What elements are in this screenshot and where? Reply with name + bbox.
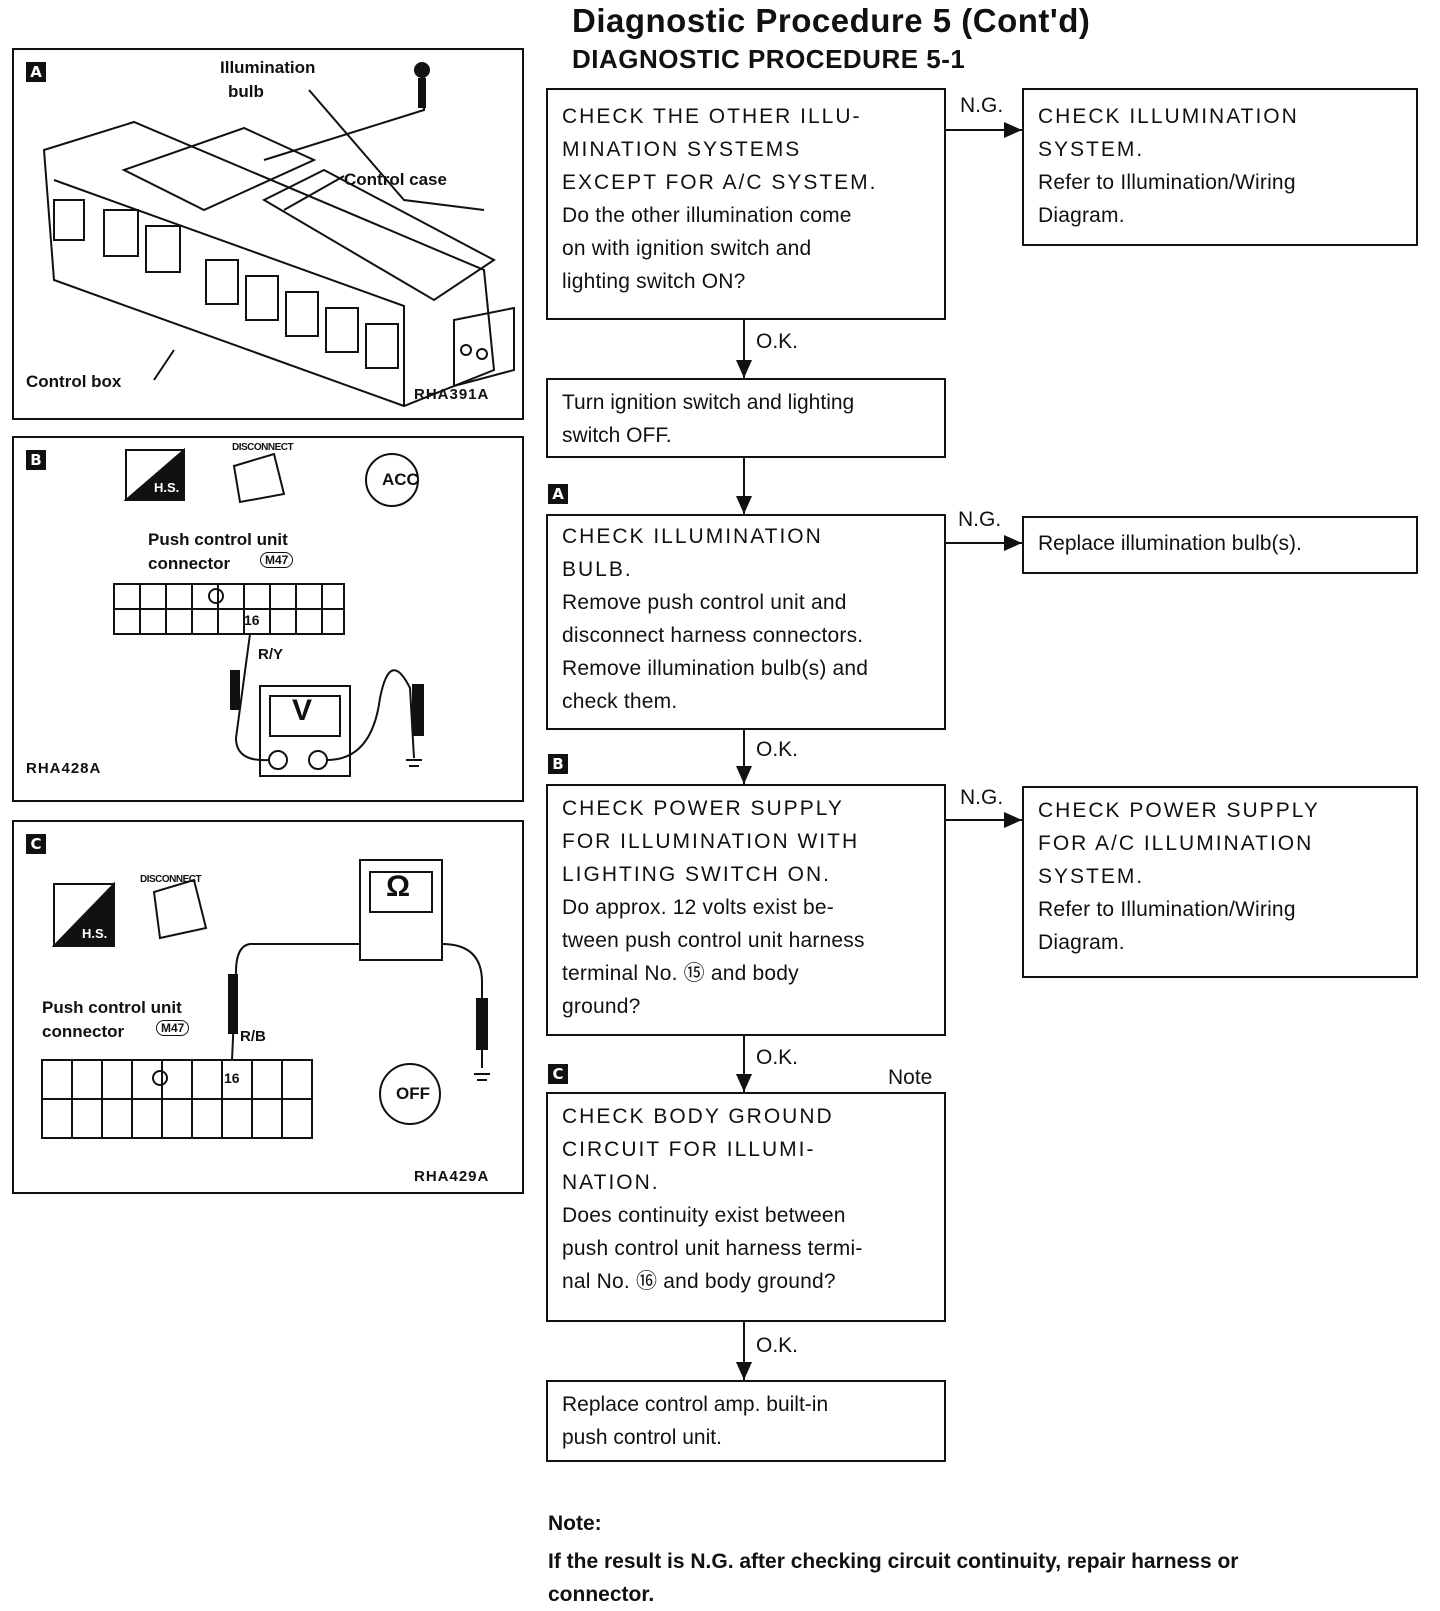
disconnect-label-b: DISCONNECT bbox=[232, 442, 294, 453]
connector-label-b2: connector bbox=[148, 554, 231, 573]
terminal-c: 16 bbox=[224, 1070, 240, 1086]
ok-label-3: O.K. bbox=[756, 738, 799, 761]
hs-label-c: H.S. bbox=[82, 926, 108, 941]
label-illumination: Illumination bbox=[220, 58, 316, 77]
note-text: If the result is N.G. after checking cir… bbox=[548, 1550, 1239, 1606]
continuity-check-drawing bbox=[41, 859, 490, 1139]
panel-b-tag: B bbox=[26, 450, 46, 470]
disconnect-label-c: DISCONNECT bbox=[140, 874, 202, 885]
step-check-other-illumination: CHECK THE OTHER ILLU- MINATION SYSTEMS E… bbox=[546, 88, 946, 320]
label-control-case: Control case bbox=[344, 170, 447, 189]
hs-label-b: H.S. bbox=[154, 480, 180, 495]
ok-label-1: O.K. bbox=[756, 330, 799, 353]
step-tag-b: B bbox=[548, 754, 568, 774]
label-control-box: Control box bbox=[26, 372, 122, 391]
step-check-illumination-bulb: CHECK ILLUMINATION BULB. Remove push con… bbox=[546, 514, 946, 730]
figure-code-c: RHA429A bbox=[414, 1168, 490, 1185]
control-unit-drawing bbox=[42, 62, 515, 408]
terminal-b: 16 bbox=[244, 612, 260, 628]
step-check-power-supply: CHECK POWER SUPPLY FOR ILLUMINATION WITH… bbox=[546, 784, 946, 1036]
acc-label: ACC bbox=[382, 470, 419, 489]
voltage-check-drawing bbox=[113, 447, 424, 777]
figure-code-a: RHA391A bbox=[414, 386, 490, 403]
ng-replace-bulb: Replace illumination bulb(s). bbox=[1022, 516, 1418, 574]
connector-label-c2: connector bbox=[42, 1022, 125, 1041]
procedure-subtitle: DIAGNOSTIC PROCEDURE 5-1 bbox=[572, 44, 966, 74]
step-tag-c: C bbox=[548, 1064, 568, 1084]
step-replace-control-amp: Replace control amp. built-in push contr… bbox=[546, 1380, 946, 1462]
panel-b-voltage-check: B H.S. DISCONNECT ACC Push contro bbox=[12, 436, 524, 802]
wire-label-b: R/Y bbox=[258, 646, 284, 663]
connector-label-b1: Push control unit bbox=[148, 530, 288, 549]
ng-label-1: N.G. bbox=[960, 94, 1004, 117]
panel-c-tag: C bbox=[26, 834, 46, 854]
ng-label-3: N.G. bbox=[958, 508, 1002, 531]
ng-check-illumination-system: CHECK ILLUMINATION SYSTEM. Refer to Illu… bbox=[1022, 88, 1418, 246]
page-title: Diagnostic Procedure 5 (Cont'd) bbox=[572, 2, 1091, 39]
connector-id-c: M47 bbox=[156, 1020, 190, 1036]
voltmeter-symbol: V bbox=[292, 694, 313, 727]
ok-label-4: O.K. bbox=[756, 1046, 799, 1069]
note-ref-label: Note bbox=[888, 1066, 933, 1089]
figure-code-b: RHA428A bbox=[26, 760, 102, 777]
step-turn-switches-off: Turn ignition switch and lighting switch… bbox=[546, 378, 946, 458]
wire-label-c: R/B bbox=[240, 1028, 266, 1045]
note-heading: Note: bbox=[548, 1512, 602, 1535]
ng-label-4: N.G. bbox=[960, 786, 1004, 809]
connector-id-b: M47 bbox=[260, 552, 294, 568]
step1-body: Do the other illumination come on with i… bbox=[562, 204, 852, 293]
step-tag-a: A bbox=[548, 484, 568, 504]
step-check-body-ground: CHECK BODY GROUND CIRCUIT FOR ILLUMI- NA… bbox=[546, 1092, 946, 1322]
panel-a-illustration: A Illumination bulb Control case bbox=[12, 48, 524, 420]
panel-c-continuity-check: C H.S. DISCONNECT OFF Ω Push control uni… bbox=[12, 820, 524, 1194]
label-bulb: bulb bbox=[228, 82, 264, 101]
connector-label-c1: Push control unit bbox=[42, 998, 182, 1017]
step1-head: CHECK THE OTHER ILLU- MINATION SYSTEMS E… bbox=[562, 105, 878, 194]
ok-label-5: O.K. bbox=[756, 1334, 799, 1357]
panel-a-tag: A bbox=[26, 62, 46, 82]
off-label: OFF bbox=[396, 1084, 430, 1103]
ng-check-ac-illumination-power: CHECK POWER SUPPLY FOR A/C ILLUMINATION … bbox=[1022, 786, 1418, 978]
ohmmeter-symbol: Ω bbox=[386, 870, 411, 903]
